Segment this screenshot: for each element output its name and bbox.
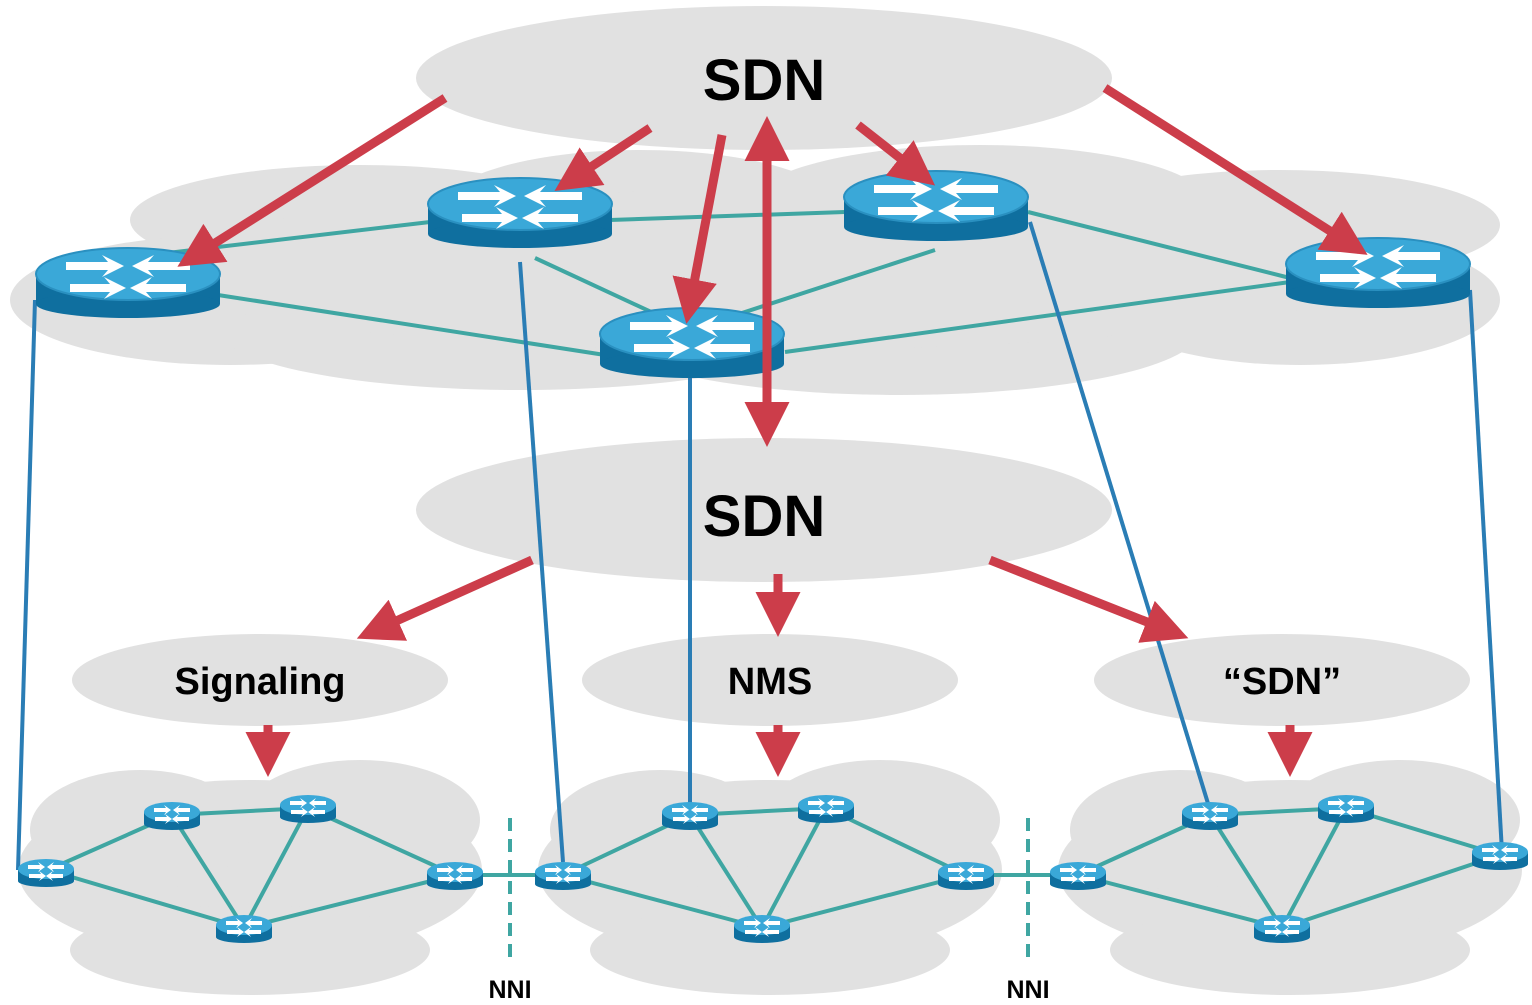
nni-right-label: NNI [1006, 976, 1049, 1004]
router-icon[interactable] [216, 915, 272, 943]
router-icon[interactable] [1318, 795, 1374, 823]
center-domain-cloud [538, 760, 1002, 995]
router-icon[interactable] [1285, 237, 1471, 309]
router-icon[interactable] [1050, 862, 1106, 890]
router-icon[interactable] [662, 802, 718, 830]
signaling-label: Signaling [175, 661, 346, 703]
router-icon[interactable] [427, 177, 613, 249]
top-sdn-label: SDN [703, 48, 825, 113]
router-icon[interactable] [843, 170, 1029, 242]
right-domain-cloud [1058, 760, 1522, 995]
domain-links [47, 806, 1501, 930]
control-arrows [177, 84, 1368, 777]
router-icon[interactable] [599, 307, 785, 379]
router-icon[interactable] [1254, 915, 1310, 943]
inter-layer-links [16, 221, 1504, 871]
router-icon[interactable] [938, 862, 994, 890]
domain-sdn-controller[interactable] [1094, 634, 1470, 726]
middle-sdn-controller[interactable] [416, 438, 1112, 582]
nms-label: NMS [728, 661, 812, 703]
router-icon[interactable] [734, 915, 790, 943]
left-domain-cloud [18, 760, 482, 995]
nni-left-label: NNI [488, 976, 531, 1004]
signaling-controller[interactable] [72, 634, 448, 726]
router-icon[interactable] [1472, 842, 1528, 870]
router-icon[interactable] [798, 795, 854, 823]
router-icon[interactable] [280, 795, 336, 823]
router-icon[interactable] [1182, 802, 1238, 830]
router-icon[interactable] [18, 859, 74, 887]
top-sdn-controller[interactable] [416, 6, 1112, 150]
router-icon[interactable] [144, 802, 200, 830]
nms-controller[interactable] [582, 634, 958, 726]
router-icon[interactable] [535, 862, 591, 890]
router-icon[interactable] [427, 862, 483, 890]
middle-sdn-label: SDN [703, 484, 825, 549]
domain-sdn-label: “SDN” [1223, 661, 1341, 703]
